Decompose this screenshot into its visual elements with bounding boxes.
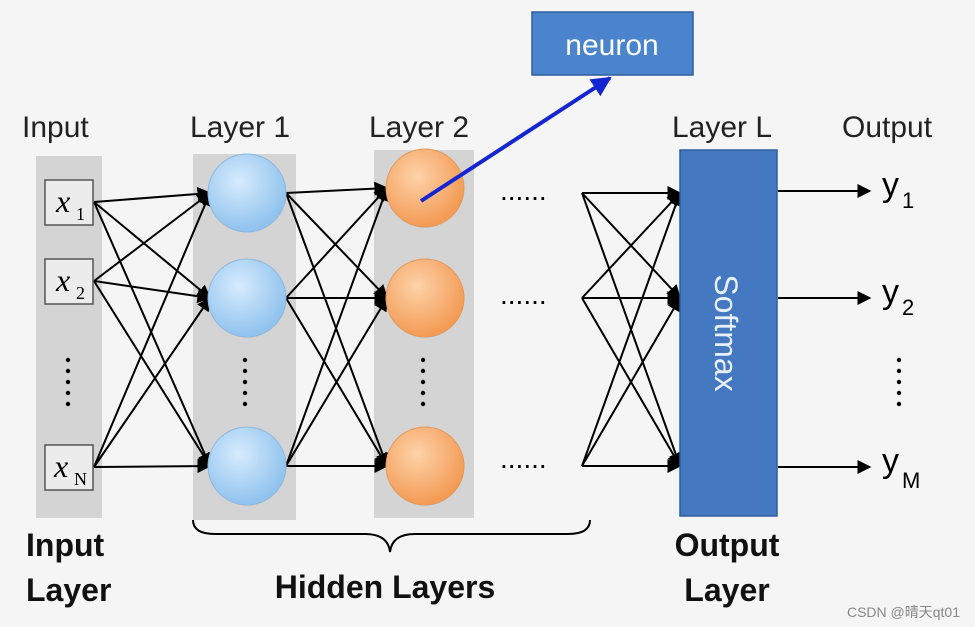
connection-edge: [93, 459, 212, 474]
connection-edge: [581, 191, 681, 299]
heading-output: Output: [842, 111, 933, 144]
svg-text:y: y: [882, 166, 899, 204]
layer2-neuron: [385, 148, 465, 228]
layer1-neuron: [207, 426, 287, 506]
neuron-callout-label: neuron: [565, 29, 658, 62]
layer2-neuron: [385, 426, 465, 506]
heading-layerL: Layer L: [672, 111, 772, 144]
svg-text:x: x: [53, 448, 68, 484]
ellipsis-row-3: ......: [500, 443, 547, 474]
svg-text:N: N: [74, 469, 87, 489]
svg-text:y: y: [882, 273, 899, 311]
ellipsis-row-2: ......: [500, 279, 547, 310]
layer2-vertical-dots: [420, 357, 426, 407]
heading-layer1: Layer 1: [190, 111, 290, 144]
output-label-y1: y 1: [882, 166, 914, 213]
output-label-y2: y 2: [882, 273, 914, 320]
neuron-callout-box: [531, 11, 694, 76]
connection-edge: [581, 191, 683, 467]
connection-edge: [285, 186, 390, 467]
ellipsis-row-1: ......: [500, 175, 547, 206]
bottom-label-input-layer-1: Input: [26, 527, 105, 563]
connection-edge: [93, 201, 212, 299]
connection-edge: [93, 280, 211, 468]
connection-edge: [285, 186, 388, 299]
neuron-pointer-arrow: [419, 76, 612, 203]
svg-text:2: 2: [902, 295, 914, 320]
bottom-label-hidden-layers: Hidden Layers: [275, 569, 496, 605]
output-vertical-dots: [896, 357, 902, 407]
connection-edge: [285, 296, 388, 467]
bottom-label-input-layer-2: Layer: [26, 572, 111, 608]
heading-input: Input: [22, 111, 89, 144]
bottom-label-output-layer-2: Layer: [684, 572, 769, 608]
svg-text:2: 2: [76, 283, 85, 303]
connection-edge: [581, 296, 681, 467]
connection-edge: [93, 191, 212, 468]
layer1-vertical-dots: [242, 357, 248, 407]
watermark: CSDN @晴天qt01: [847, 604, 960, 620]
svg-text:1: 1: [76, 204, 85, 224]
connection-edge: [285, 192, 388, 300]
layer1-neuron: [207, 258, 287, 338]
connection-edge: [93, 201, 212, 468]
input-node-x2: x 2: [44, 258, 94, 305]
input-node-x1: x 1: [44, 179, 94, 226]
input-node-xn: x N: [44, 444, 94, 491]
heading-layer2: Layer 2: [369, 111, 469, 144]
connection-edge: [93, 280, 212, 304]
svg-text:1: 1: [902, 188, 914, 213]
input-vertical-dots: [65, 357, 71, 407]
hidden-layers-brace: [192, 519, 591, 553]
connection-edge: [93, 186, 212, 203]
connection-edge: [93, 192, 212, 282]
output-label-ym: y M: [882, 442, 920, 493]
connection-edge: [285, 181, 389, 196]
softmax-block: [679, 149, 778, 517]
softmax-label: Softmax: [708, 274, 744, 391]
svg-text:M: M: [902, 468, 920, 493]
layer2-neuron: [385, 258, 465, 338]
svg-text:x: x: [55, 183, 70, 219]
connection-edge: [93, 296, 211, 468]
connection-edges: [93, 181, 683, 474]
bottom-label-output-layer-1: Output: [675, 527, 780, 563]
svg-text:x: x: [55, 262, 70, 298]
layer1-neuron: [207, 153, 287, 233]
svg-text:y: y: [882, 442, 899, 480]
